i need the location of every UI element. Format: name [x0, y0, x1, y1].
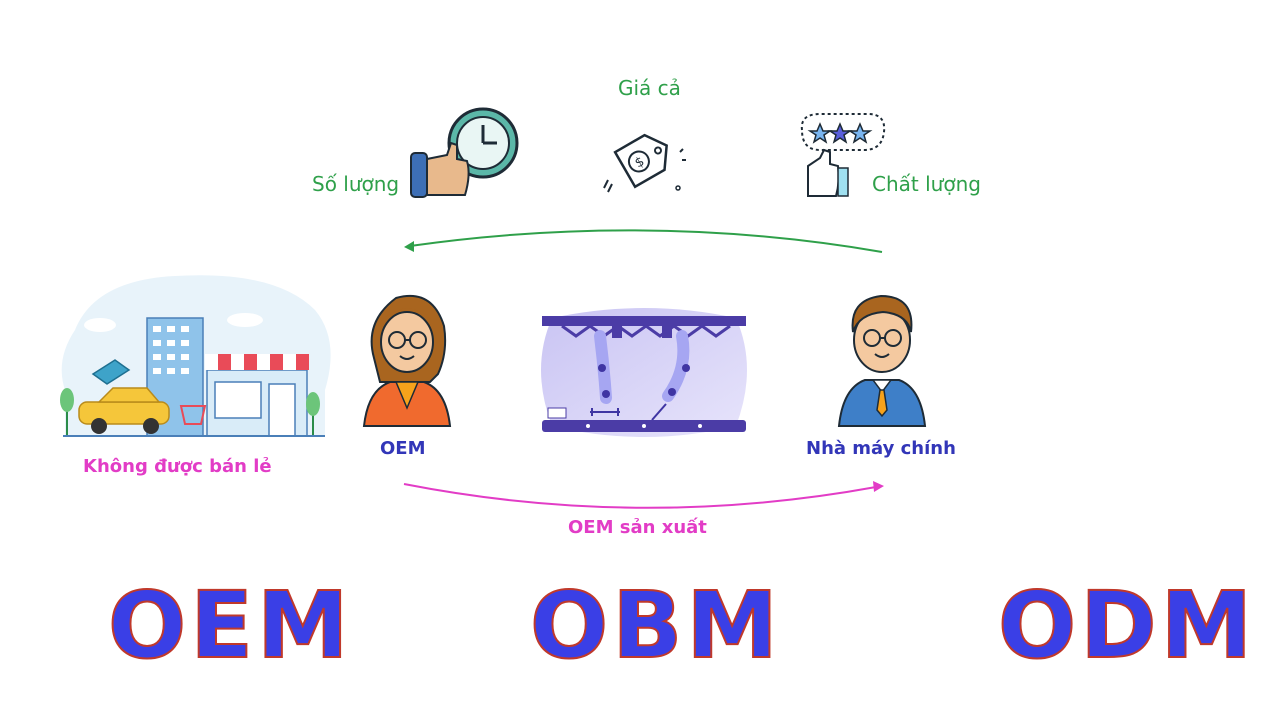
oem-woman-avatar — [362, 294, 452, 427]
oem-production-label: OEM sản xuất — [568, 517, 707, 538]
big-odm-label: ODM — [997, 572, 1257, 679]
quality-label: Chất lượng — [872, 172, 981, 196]
main-factory-man-avatar — [837, 294, 927, 427]
oem-person-label: OEM — [380, 438, 426, 459]
robot-arm-factory-illustration — [541, 308, 747, 437]
big-oem-label: OEM — [107, 572, 353, 679]
clock-thumbs-up-icon — [410, 107, 519, 198]
main-factory-label: Nhà máy chính — [806, 438, 956, 459]
rating-stars-icon — [800, 113, 886, 197]
price-tag-icon: $ — [603, 133, 686, 193]
quantity-label: Số lượng — [312, 172, 400, 196]
retail-store-illustration — [60, 275, 331, 437]
no-retail-label: Không được bán lẻ — [83, 456, 272, 477]
price-label: Giá cả — [618, 76, 681, 100]
big-obm-label: OBM — [529, 572, 782, 679]
